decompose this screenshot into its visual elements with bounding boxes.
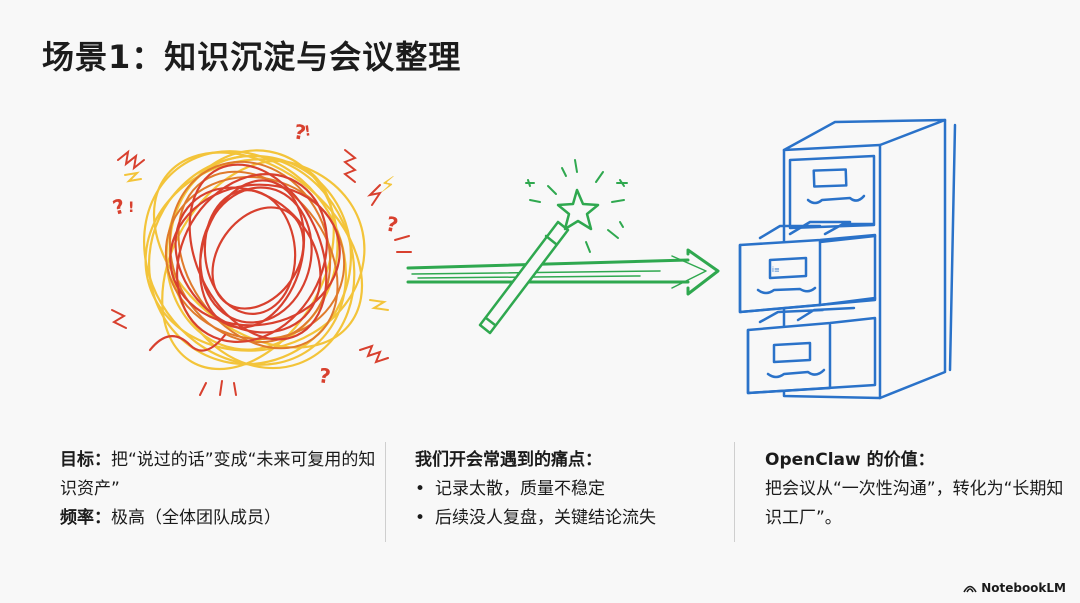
brand-badge: NotebookLM [963,581,1066,595]
bullet-icon: • [415,508,426,528]
value-text: 把会议从“一次性沟通”，转化为“长期知识工厂”。 [765,479,1064,528]
pain-points-heading: 我们开会常遇到的痛点： [415,450,602,470]
goal-line: 目标：把“说过的话”变成“未来可复用的知识资产” [60,446,380,504]
list-item: • 记录太散，质量不稳定 [415,475,725,504]
chaos-scribble-icon [111,149,412,396]
column-divider [734,442,735,542]
frequency-label: 频率： [60,508,111,528]
column-divider [385,442,386,542]
value-column: OpenClaw 的价值： 把会议从“一次性沟通”，转化为“长期知识工厂”。 [765,446,1065,533]
illustration: ? ! ? ! ? ? ⚡ [110,118,957,400]
list-item-text: 记录太散，质量不稳定 [435,479,605,499]
brand-name: NotebookLM [981,581,1066,595]
page-title: 场景1：知识沉淀与会议整理 [42,38,462,76]
arrow-right-icon [406,248,720,296]
lightning-icon: ⚡ [380,173,395,198]
notebooklm-logo-icon [963,585,977,593]
goal-label: 目标： [60,450,111,470]
frequency-line: 频率：极高（全体团队成员） [60,504,380,533]
list-item-text: 后续没人复盘，关键结论流失 [435,508,656,528]
goal-column: 目标：把“说过的话”变成“未来可复用的知识资产” 频率：极高（全体团队成员） [60,446,380,533]
svg-text:!: ! [303,123,312,140]
svg-text:?: ? [110,194,127,220]
list-item: • 后续没人复盘，关键结论流失 [415,504,725,533]
question-mark-icon: ? ! ? ! ? ? [110,119,400,388]
filing-cabinet-icon [738,118,957,400]
label-tag-icon: i≡ [772,266,780,274]
svg-text:!: ! [128,200,134,216]
svg-text:?: ? [292,119,308,145]
magic-wand-icon [478,159,628,335]
bullet-icon: • [415,479,426,499]
svg-text:?: ? [384,211,400,237]
value-heading: OpenClaw 的价值： [765,450,935,470]
goal-text: 把“说过的话”变成“未来可复用的知识资产” [60,450,376,499]
frequency-text: 极高（全体团队成员） [111,508,281,528]
pain-points-column: 我们开会常遇到的痛点： • 记录太散，质量不稳定 • 后续没人复盘，关键结论流失 [415,446,725,533]
svg-text:?: ? [317,363,332,388]
